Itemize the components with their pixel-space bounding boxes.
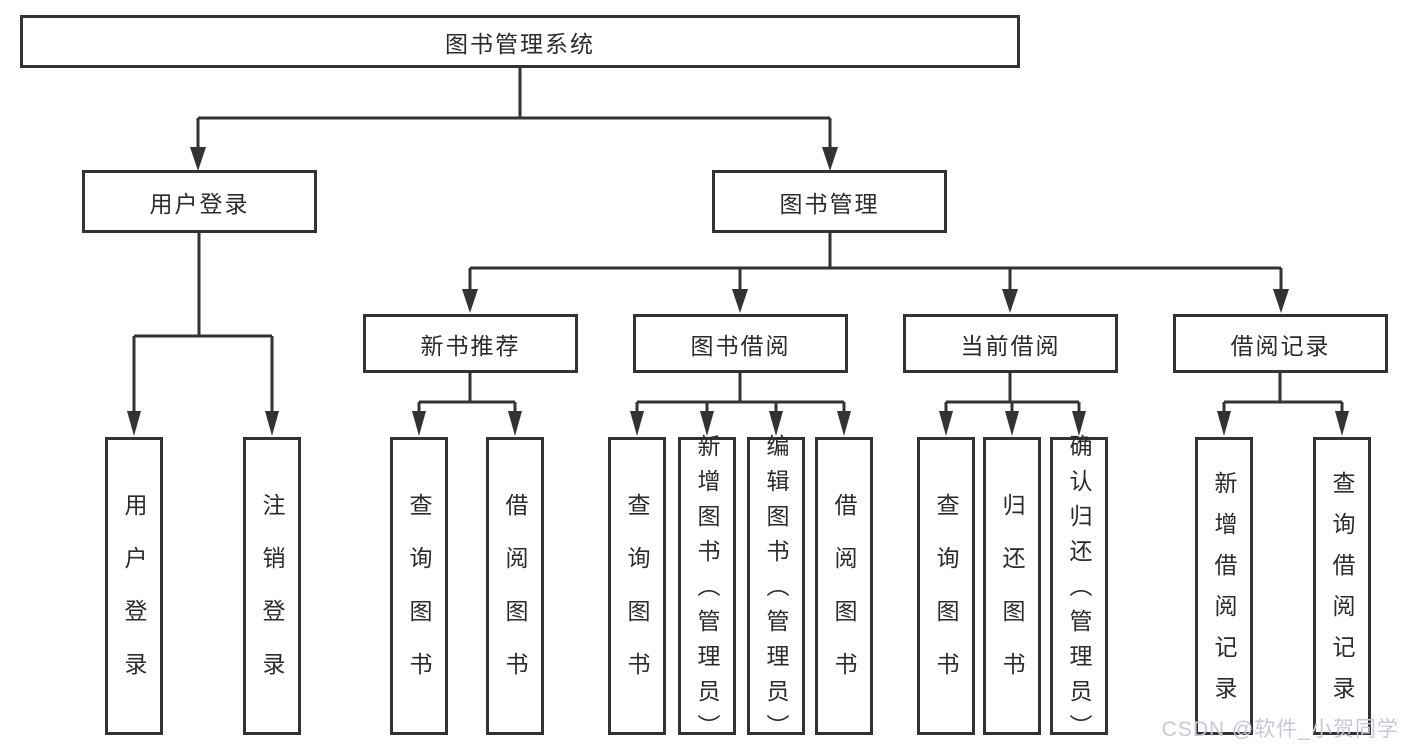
- csdn-watermark: CSDN @软件_小贺同学: [1161, 718, 1399, 741]
- node-records-query-record: 查询借阅记录: [1313, 437, 1371, 735]
- node-recommend-borrow-books: 借阅图书: [486, 437, 544, 735]
- arrowheads: [127, 147, 1349, 436]
- node-current-query-books: 查询图书: [917, 437, 975, 735]
- connector-book-borrowing: [635, 373, 846, 414]
- node-borrowing-records-label: 借阅记录: [1230, 332, 1331, 359]
- node-current-confirm-return-admin: 确认归还（管理员）: [1050, 434, 1108, 747]
- node-recommend-query-books: 查询图书: [390, 437, 448, 735]
- connector-current-borrowing: [944, 373, 1081, 414]
- node-book-borrowing-label: 图书借阅: [690, 332, 791, 359]
- node-borrowing-borrow-books: 借阅图书: [815, 437, 873, 735]
- node-borrowing-edit-books-admin: 编辑图书（管理员）: [747, 434, 805, 747]
- node-leaf-logout: 注销登录: [243, 437, 301, 735]
- connector-new-book-recommend: [417, 373, 517, 414]
- node-book-management-label: 图书管理: [779, 190, 880, 217]
- node-current-borrowing: 当前借阅: [903, 314, 1118, 373]
- node-records-add-record: 新增借阅记录: [1195, 437, 1253, 735]
- node-borrowing-records: 借阅记录: [1173, 314, 1388, 373]
- node-user-login: 用户登录: [82, 170, 317, 233]
- connector-borrowing-records: [1222, 373, 1344, 414]
- node-current-return-books: 归还图书: [983, 437, 1041, 735]
- connector-book-management: [468, 233, 1283, 292]
- connector-user-login: [132, 233, 274, 414]
- node-root-label: 图书管理系统: [445, 30, 595, 57]
- node-root: 图书管理系统: [20, 15, 1020, 68]
- node-book-borrowing: 图书借阅: [633, 314, 848, 373]
- node-current-borrowing-label: 当前借阅: [960, 332, 1061, 359]
- node-borrowing-query-books: 查询图书: [608, 437, 666, 735]
- node-book-management: 图书管理: [712, 170, 947, 233]
- node-borrowing-add-books-admin: 新增图书（管理员）: [678, 434, 736, 747]
- node-user-login-label: 用户登录: [149, 190, 250, 217]
- node-leaf-user-login: 用户登录: [105, 437, 163, 735]
- connector-root: [196, 68, 832, 149]
- node-new-book-recommend: 新书推荐: [363, 314, 578, 373]
- node-new-book-recommend-label: 新书推荐: [420, 332, 521, 359]
